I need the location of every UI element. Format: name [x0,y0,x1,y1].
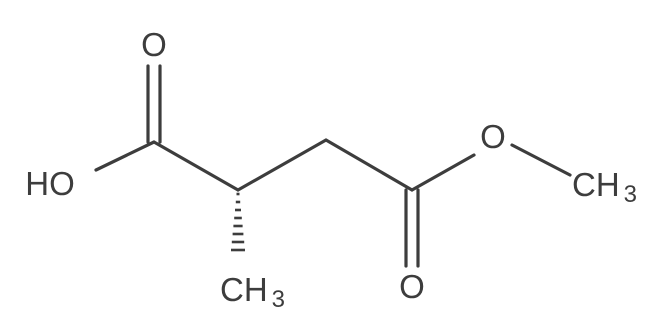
bond-ester-oxygen-methyl [510,143,572,177]
atom-label-chiral-methyl: CH 3 [220,271,285,313]
atom-label-ester-carbonyl-oxygen: O [399,268,425,305]
hashed-wedge-bond-chiral-methyl [231,192,245,252]
bond-acid-carbon-chiral-carbon [152,140,240,192]
bond-chiral-carbon-methylene [236,138,328,192]
atom-label-ester-oxygen: O [480,118,506,155]
chiral-methyl-subscript: 3 [272,286,285,313]
chiral-methyl-ch: CH [220,271,268,308]
ester-methyl-subscript: 3 [624,181,637,208]
bond-ester-carbon-oxygen [410,153,476,192]
atom-label-acid-carbonyl-oxygen: O [141,26,167,63]
bond-methylene-ester-carbon [324,138,414,192]
bond-acid-carbon-hydroxyl [94,140,156,172]
atom-label-hydroxyl: HO [25,165,75,202]
atom-label-ester-methyl: CH 3 [572,166,637,208]
ester-methyl-ch: CH [572,166,620,203]
